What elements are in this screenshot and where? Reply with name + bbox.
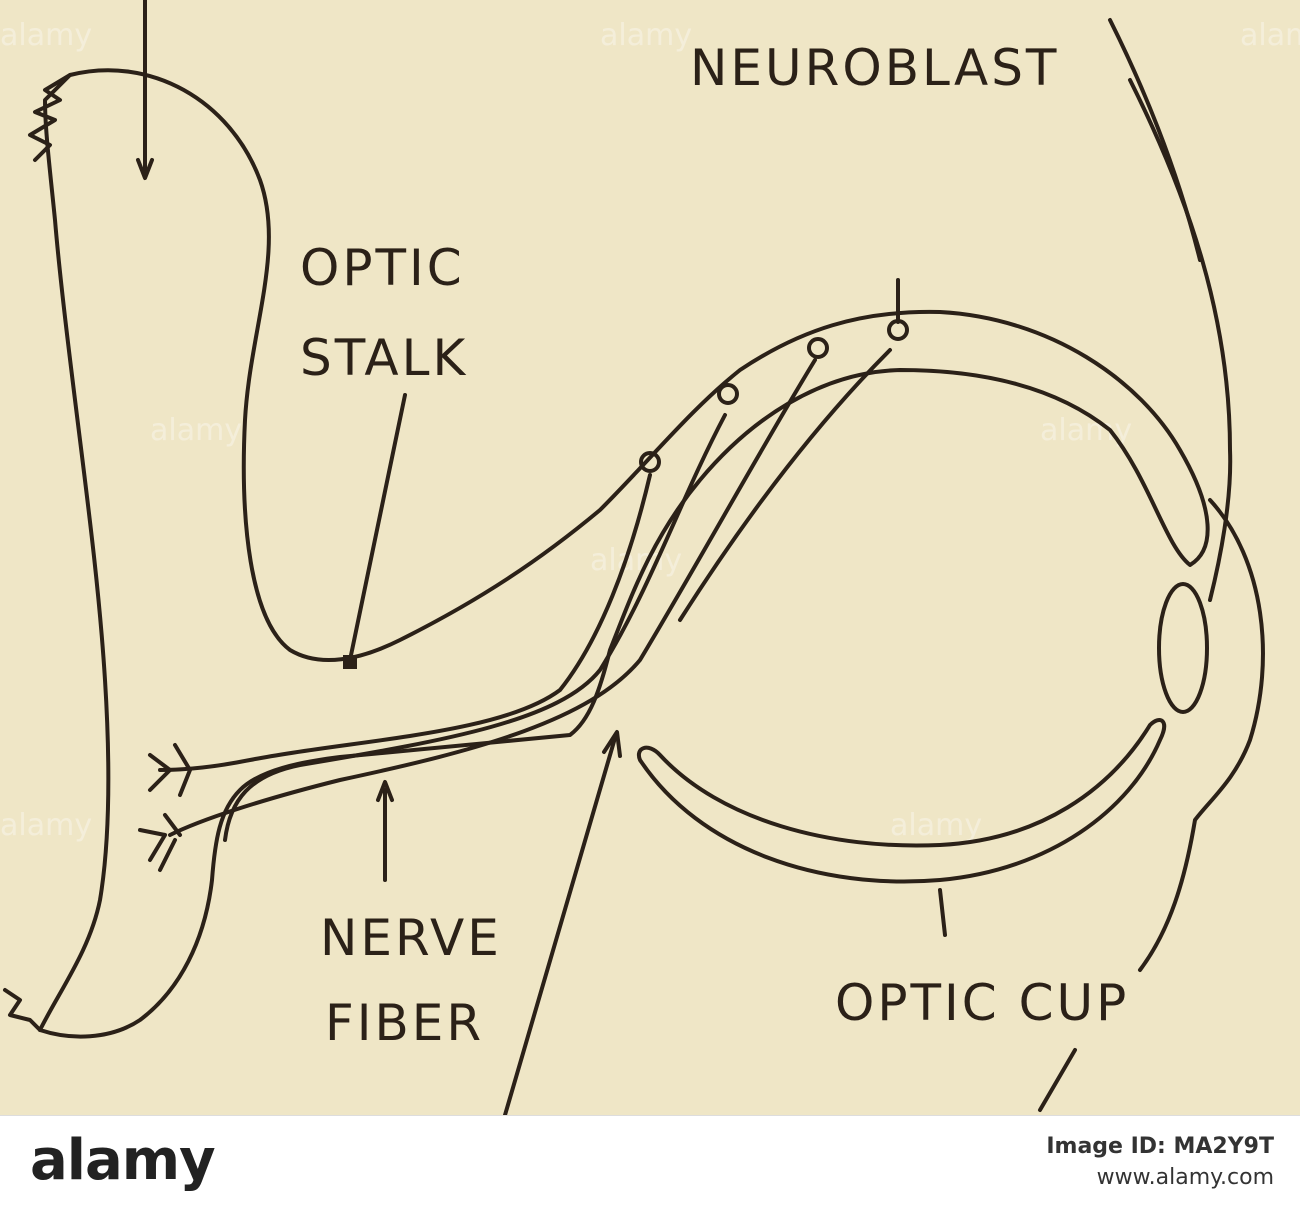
image-meta: Image ID: MA2Y9T www.alamy.com	[1046, 1134, 1274, 1190]
nerve-fiber-label-line1: NERVE	[320, 909, 502, 967]
nerve-fiber-arrow-head	[376, 780, 394, 802]
arrow-top-head	[136, 158, 154, 180]
optic-cup-outer-wall	[1138, 498, 1265, 972]
fiber-branch	[138, 813, 182, 872]
alamy-logo: alamy	[30, 1128, 216, 1193]
nerve-fiber-line	[158, 473, 652, 772]
watermark: alamy	[590, 543, 682, 578]
optic-stalk-label-line2: STALK	[300, 329, 468, 387]
image-id-text: Image ID: MA2Y9T	[1046, 1134, 1274, 1159]
optic-cup-leader-line	[938, 888, 947, 937]
watermark: alamy	[1240, 18, 1300, 53]
neuroblast-label: NEUROBLAST	[690, 39, 1059, 97]
fiber-branch	[148, 743, 192, 797]
optic-cup-leader-line	[1038, 1048, 1077, 1112]
optic-stalk-marker	[343, 655, 357, 669]
neuroblast-cell	[717, 383, 739, 405]
diagram-figure: alamy alamy alamy alamy alamy alamy alam…	[0, 0, 1300, 1115]
watermark: alamy	[890, 808, 982, 843]
watermark: alamy	[0, 18, 92, 53]
surface-ectoderm-line	[1128, 78, 1233, 602]
nerve-fiber-label-line2: FIBER	[325, 994, 484, 1052]
nerve-fiber-line	[168, 358, 817, 837]
optic-diagram: alamy alamy alamy alamy alamy alamy alam…	[0, 0, 1300, 1115]
nerve-fiber-line	[678, 348, 892, 622]
brain-wall-cut-top	[28, 73, 72, 162]
site-url-text: www.alamy.com	[1096, 1165, 1274, 1190]
brain-wall-cut-bottom	[3, 988, 42, 1032]
watermark: alamy	[150, 413, 242, 448]
stock-footer: alamy Image ID: MA2Y9T www.alamy.com	[0, 1115, 1300, 1210]
lumen-leader-line	[503, 736, 617, 1115]
optic-cup-lower-wall	[636, 718, 1167, 884]
neuroblast-cell	[807, 337, 829, 359]
watermark: alamy	[600, 18, 692, 53]
optic-cup-label: OPTIC CUP	[835, 974, 1129, 1032]
lumen-arrow-head	[602, 730, 622, 758]
optic-stalk-label-line1: OPTIC	[300, 239, 465, 297]
watermark: alamy	[0, 808, 92, 843]
watermark-layer: alamy alamy alamy alamy alamy alamy alam…	[0, 18, 1300, 843]
lens-outline	[1157, 582, 1209, 714]
nerve-fiber-line	[223, 413, 727, 842]
neuroblast-cell	[639, 451, 661, 473]
ectoderm-pointer-line	[1108, 18, 1202, 262]
brain-wall-outline	[38, 68, 1210, 1039]
optic-stalk-leader-line	[348, 393, 407, 662]
